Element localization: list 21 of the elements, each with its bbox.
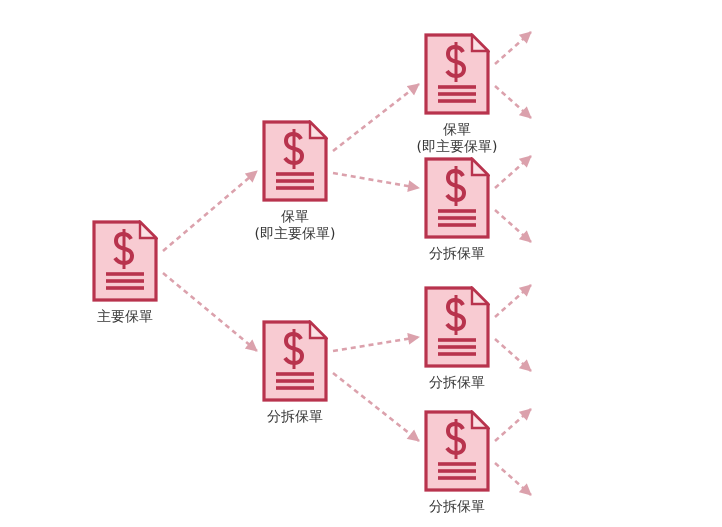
document-label: 分拆保單 [429,499,485,516]
document-label: 分拆保單 [429,375,485,392]
document-label: 分拆保單 [429,246,485,263]
arrow [494,31,532,65]
document-label: 主要保單 [97,309,153,326]
arrow [332,172,420,192]
arrow [494,462,532,496]
document-label: 保單(即主要保單) [416,122,498,156]
arrow [494,284,532,318]
arrow [494,85,532,119]
arrow [162,272,258,352]
arrow [332,332,420,352]
document-label: 保單(即主要保單) [254,209,336,243]
arrow [162,170,258,252]
arrow [494,209,532,243]
document-label: 分拆保單 [267,409,323,426]
arrow [494,155,532,189]
arrow [332,372,420,442]
arrow [332,82,420,152]
arrow [494,408,532,442]
arrow [494,338,532,372]
